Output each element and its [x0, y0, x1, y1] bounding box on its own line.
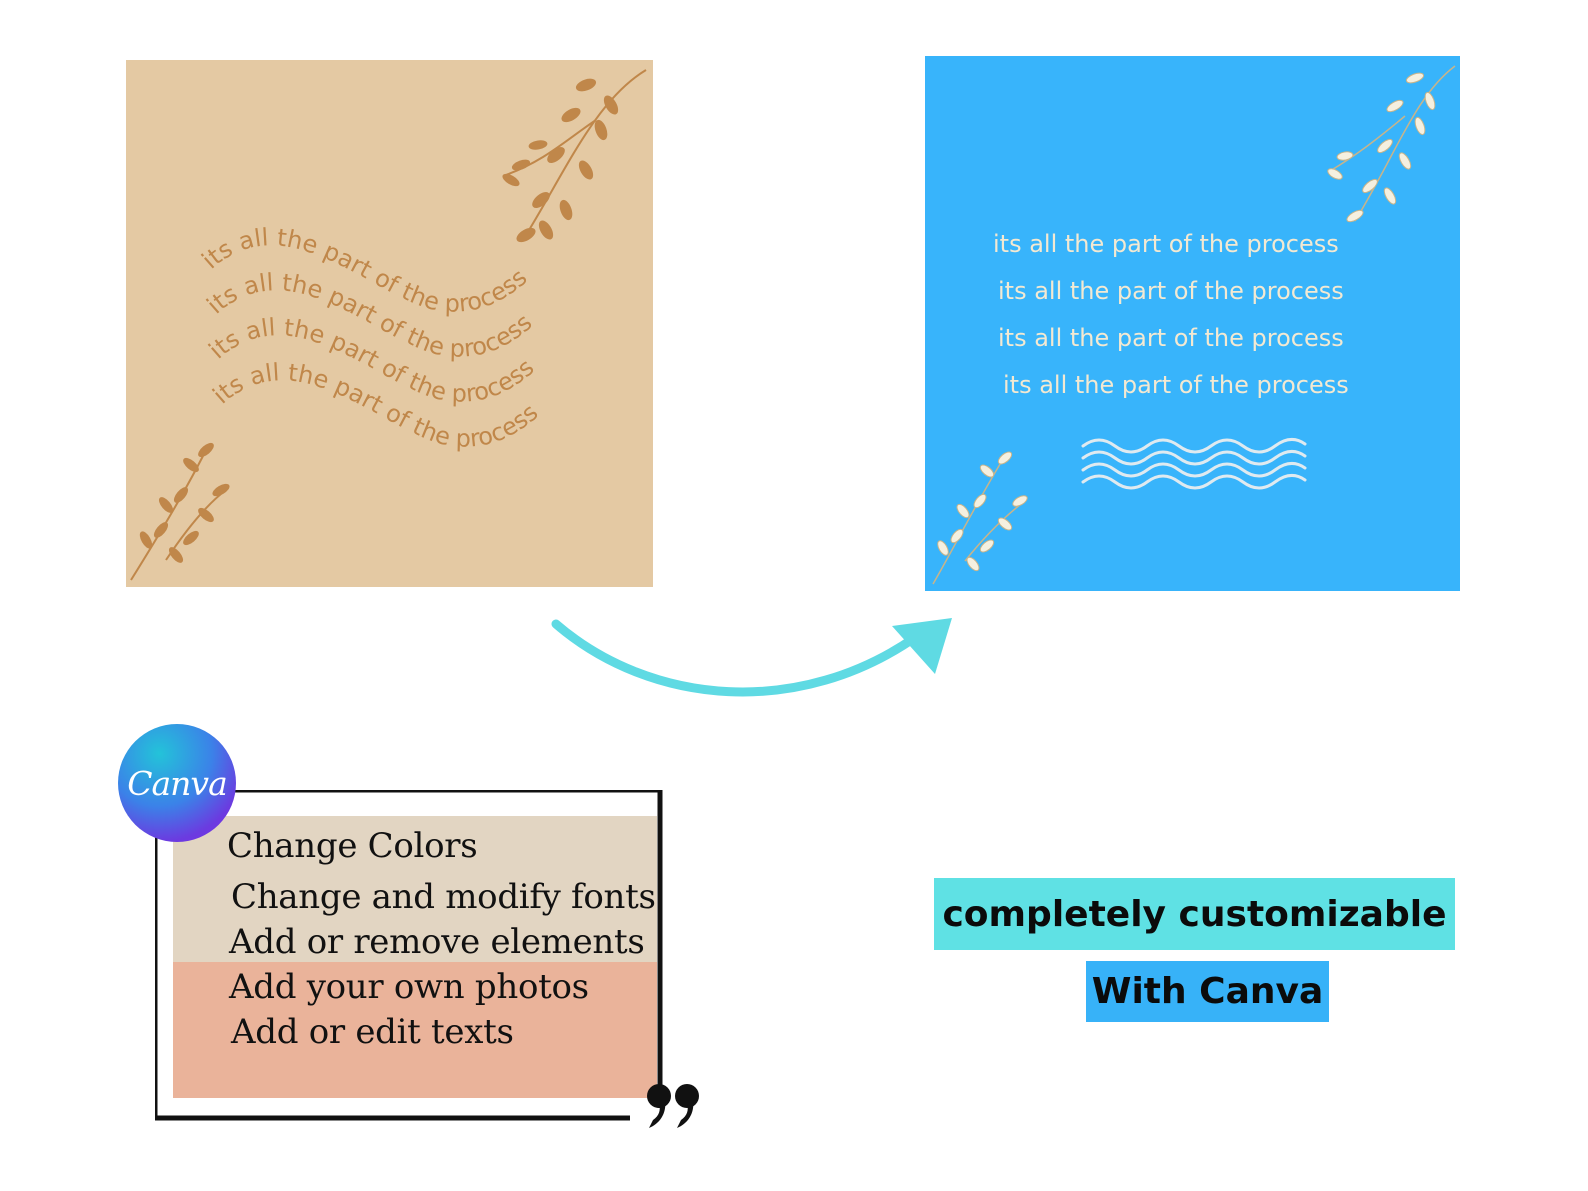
- quote-mark-icon: [647, 1084, 699, 1128]
- customizable-badge: completely customizable: [934, 878, 1455, 950]
- features-panel-bottom: [173, 962, 657, 1098]
- feature-item: Add your own photos: [229, 967, 589, 1007]
- feature-item: Change and modify fonts: [231, 877, 656, 917]
- template-after-card: its all the part of the process its all …: [925, 56, 1460, 591]
- straight-line-3: its all the part of the process: [998, 324, 1344, 352]
- curved-arrow-icon: [551, 618, 952, 697]
- leaf-branch-icon: [1327, 65, 1456, 223]
- with-canva-badge: With Canva: [1086, 961, 1329, 1022]
- features-frame: [155, 790, 663, 1121]
- straight-line-2: its all the part of the process: [998, 277, 1344, 305]
- leaf-branch-icon: [502, 69, 647, 243]
- feature-item: Add or remove elements: [229, 922, 645, 962]
- template-after-artwork: its all the part of the process its all …: [925, 56, 1460, 591]
- canva-logo-text: Canva: [127, 763, 227, 803]
- template-before-artwork: its all the part of the process its all …: [126, 60, 653, 587]
- canva-logo: Canva: [118, 724, 236, 842]
- straight-line-1: its all the part of the process: [993, 230, 1339, 258]
- straight-line-4: its all the part of the process: [1003, 371, 1349, 399]
- template-before-card: its all the part of the process its all …: [126, 60, 653, 587]
- leaf-branch-icon: [932, 451, 1028, 585]
- features-box: Change Colors Change and modify fonts Ad…: [155, 790, 678, 1130]
- customizable-badge-text: completely customizable: [942, 893, 1447, 935]
- features-panel-top: [173, 816, 657, 962]
- leaf-branch-icon: [130, 442, 230, 581]
- feature-item: Change Colors: [227, 826, 478, 866]
- with-canva-badge-text: With Canva: [1091, 971, 1324, 1012]
- wave-lines-icon: [1081, 438, 1307, 490]
- feature-item: Add or edit texts: [231, 1012, 514, 1052]
